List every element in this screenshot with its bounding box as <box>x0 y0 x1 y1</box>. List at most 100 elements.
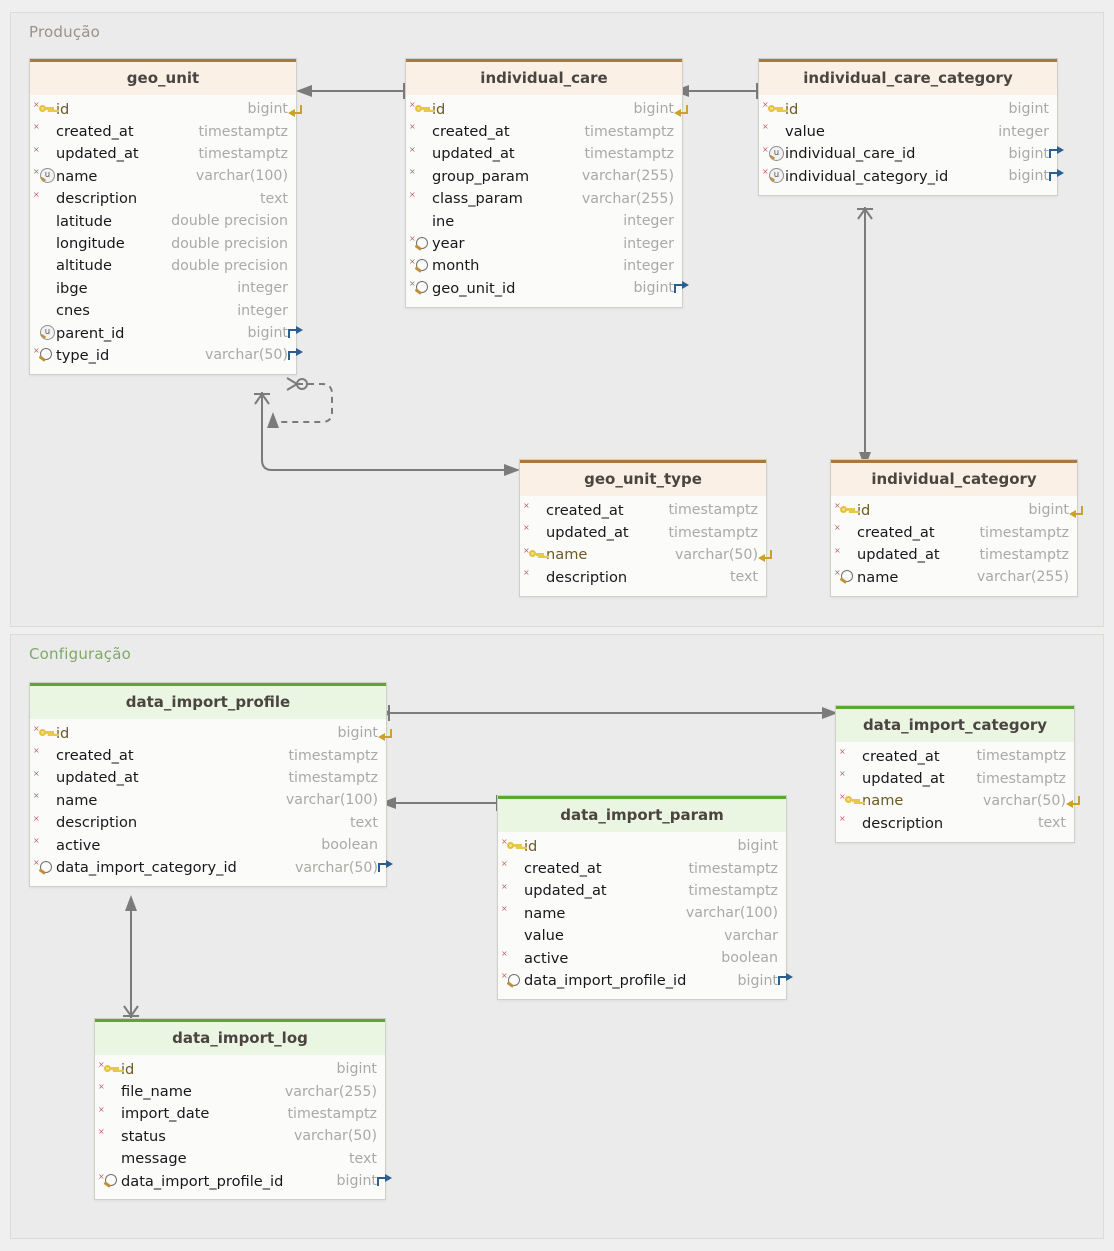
field-name: description <box>546 568 628 586</box>
field-name: class_param <box>432 190 523 208</box>
field-name: individual_category_id <box>785 167 949 185</box>
field-spacer <box>528 569 545 585</box>
field-row[interactable]: × class_param varchar(255) <box>406 188 682 210</box>
table-header-geo_unit_type: geo_unit_type <box>520 460 766 496</box>
field-type: timestamptz <box>198 123 288 140</box>
field-type: bigint <box>737 972 778 989</box>
field-type: bigint <box>737 838 778 855</box>
nullable-marker-icon: × <box>33 768 40 778</box>
nullable-marker-icon: × <box>523 545 530 555</box>
field-name: value <box>524 927 564 945</box>
nullable-marker-icon: × <box>409 189 416 199</box>
field-name: import_date <box>121 1105 210 1123</box>
table-title: data_import_log <box>95 1022 385 1055</box>
nullable-marker-icon: × <box>839 791 846 801</box>
field-type: integer <box>623 235 674 252</box>
outgoing-ref-icon <box>377 1173 392 1189</box>
table-header-geo_unit: geo_unit <box>30 59 296 95</box>
table-header-data_import_param: data_import_param <box>498 796 786 832</box>
outgoing-ref-icon <box>288 325 303 341</box>
field-type: text <box>729 569 758 586</box>
incoming-ref-icon <box>1069 503 1083 518</box>
nullable-marker-icon: × <box>33 167 40 177</box>
primary-key-icon <box>844 793 861 809</box>
field-type: timestamptz <box>976 770 1066 787</box>
field-spacer <box>506 928 523 944</box>
nullable-marker-icon: × <box>409 144 416 154</box>
section-title-producao: Produção <box>29 23 101 41</box>
field-type: varchar(255) <box>581 190 674 207</box>
nullable-marker-icon: × <box>834 545 841 555</box>
field-type: integer <box>623 257 674 274</box>
outgoing-ref-icon <box>288 347 303 363</box>
foreign-key-icon <box>38 347 55 363</box>
field-name: updated_at <box>862 770 945 788</box>
